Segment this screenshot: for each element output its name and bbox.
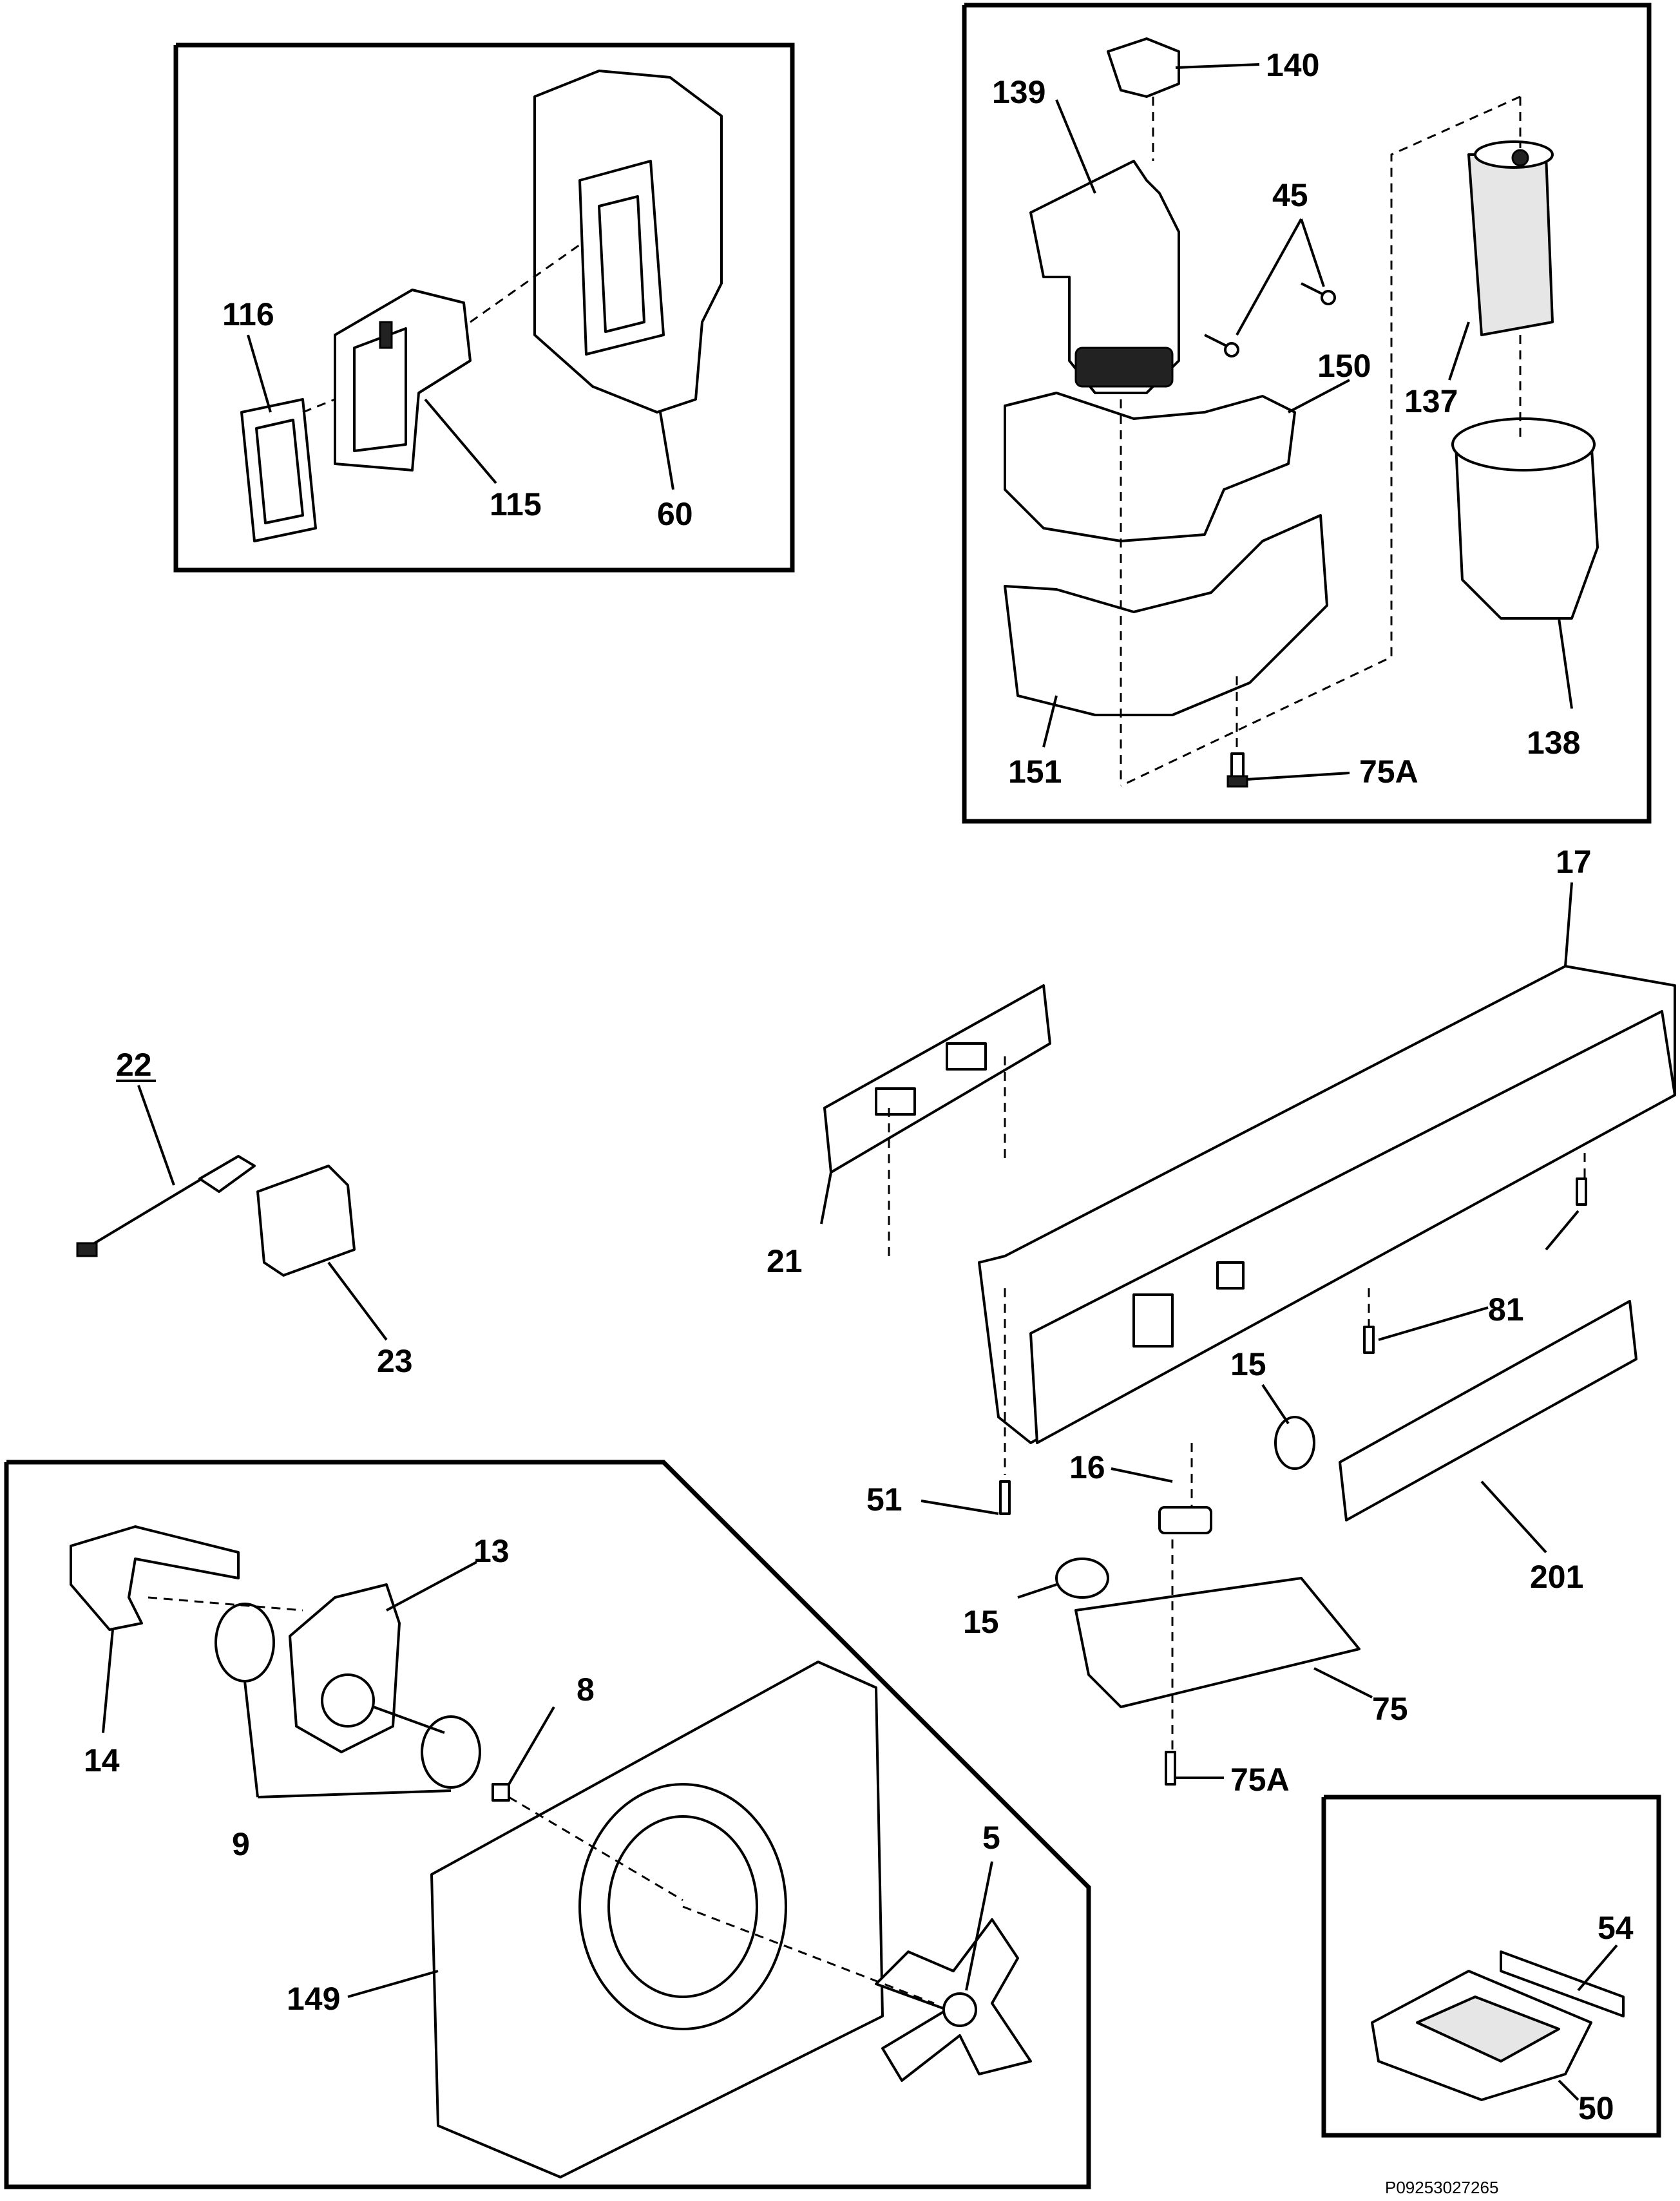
callout-75a-top: 75A [1359,754,1418,790]
reference-code: P09253027265 [1385,2178,1498,2197]
callout-51: 51 [866,1482,902,1518]
part-150-cover [1004,392,1296,542]
callout-151: 151 [1008,754,1062,790]
callout-5: 5 [982,1820,1000,1856]
group-top-right: 140 139 45 150 137 138 151 75A [962,3,1652,824]
part-23-cover [256,1165,356,1277]
callout-16: 16 [1069,1449,1105,1485]
callout-139: 139 [992,74,1045,110]
part-75a-screw-top [1227,752,1248,788]
callout-21: 21 [767,1243,803,1279]
callout-138: 138 [1527,725,1580,761]
box-top-right [962,3,1652,824]
part-14-bracket [70,1525,240,1631]
part-21-control-board [823,984,1051,1174]
callout-15-lower: 15 [963,1604,999,1640]
callout-8: 8 [577,1672,595,1708]
part-201-overlay [1339,1300,1637,1521]
callout-60: 60 [657,496,693,532]
callout-140: 140 [1266,47,1319,83]
callout-116: 116 [222,296,274,332]
callout-23: 23 [377,1343,413,1379]
callout-9: 9 [232,1826,250,1862]
callout-22: 22 [116,1047,152,1083]
callout-115: 115 [490,486,542,522]
callout-75: 75 [1372,1691,1408,1727]
callout-201: 201 [1530,1559,1583,1595]
callout-54: 54 [1598,1910,1634,1946]
callout-75a-bottom: 75A [1230,1762,1290,1798]
part-140-fitting [1107,37,1180,98]
group-top-left: 116 115 60 [173,43,795,573]
part-8-clip [492,1783,510,1802]
part-75a-screw-bottom [1165,1751,1176,1786]
part-81-screw [1363,1177,1587,1354]
part-139-filter-head [1029,160,1180,394]
callout-149: 149 [287,1981,340,2017]
group-dispenser-panel: 17 21 81 15 16 51 15 201 75 75A [767,844,1676,1798]
box-bottom-right [1321,1795,1661,2138]
part-137-filter-cartridge [1467,153,1554,336]
group-fan-assembly: 13 14 8 9 5 149 [4,1460,1091,2189]
part-45-screws [1204,282,1336,357]
part-151-cover [1004,514,1328,716]
callout-81: 81 [1488,1291,1524,1328]
callout-150: 150 [1317,348,1371,384]
callout-14: 14 [84,1742,120,1778]
part-15-bulb-upper [1274,1416,1315,1470]
callout-15-upper: 15 [1230,1346,1266,1382]
callout-45: 45 [1272,177,1308,213]
part-16-lamp-socket [1158,1506,1212,1534]
group-bottom-right: 54 50 [1321,1795,1661,2138]
box-top-left [173,43,795,573]
part-15-bulb-lower [1055,1558,1109,1599]
part-9-grommets [215,1603,481,1789]
box-bottom-left [4,1460,1091,2189]
part-51-screw [999,1480,1011,1515]
callout-50: 50 [1578,2090,1614,2126]
part-75-bracket [1074,1577,1360,1708]
callout-13: 13 [473,1533,510,1569]
part-54-strip [1500,1950,1625,2017]
callout-17: 17 [1556,844,1592,880]
group-sensor: 22 23 [76,1047,413,1379]
callout-137: 137 [1404,383,1458,419]
